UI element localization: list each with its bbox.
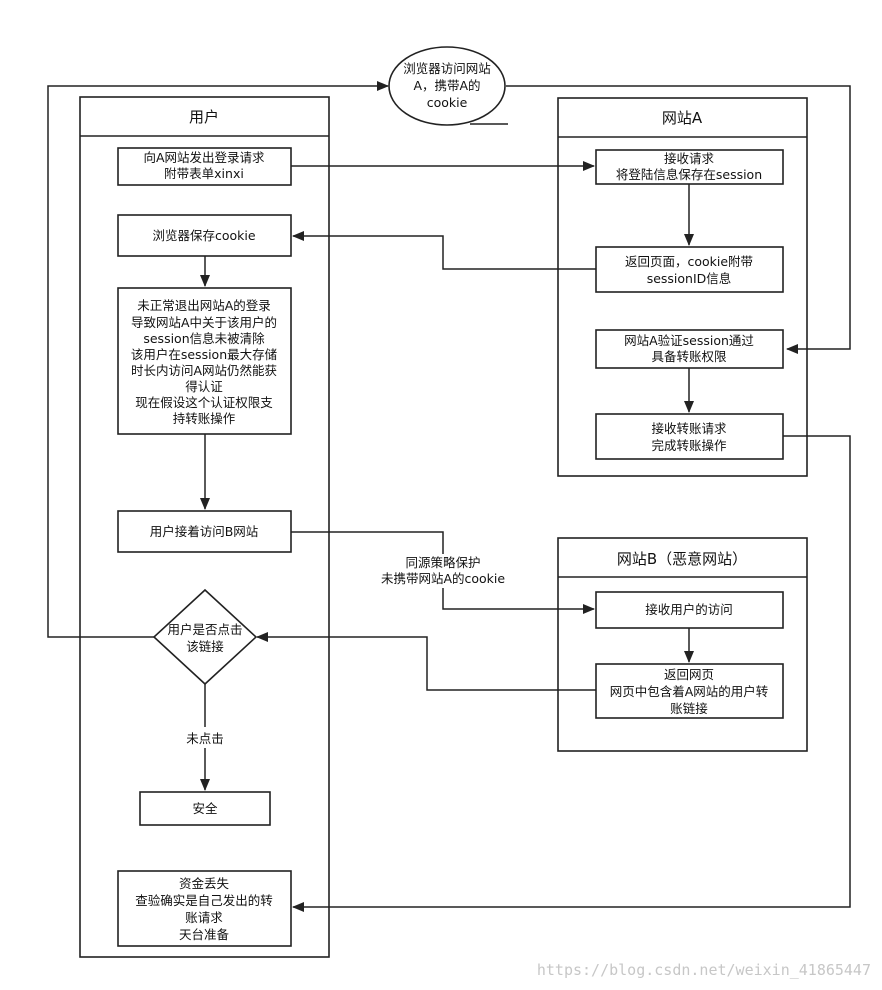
connector-transfer-to-loss	[292, 435, 851, 912]
step-visit-b: 用户接着访问B网站	[117, 510, 292, 553]
step-text: 查验确实是自己发出的转	[135, 893, 273, 908]
bubble-line: A，携带A的	[413, 78, 480, 93]
label-not-clicked: 未点击	[186, 731, 224, 746]
step-text: 返回网页	[664, 667, 714, 682]
step-text: 向A网站发出登录请求	[143, 150, 265, 165]
step-return-webpage: 返回网页 网页中包含着A网站的用户转 账链接	[595, 663, 784, 719]
step-text: 将登陆信息保存在session	[616, 167, 762, 182]
step-receive-visit: 接收用户的访问	[595, 591, 784, 629]
bubble-line: 浏览器访问网站	[403, 61, 491, 76]
step-text: 账链接	[670, 701, 708, 716]
step-text: 用户接着访问B网站	[150, 524, 259, 539]
step-text: 返回页面，cookie附带	[625, 254, 753, 269]
step-text: 天台准备	[179, 927, 230, 942]
step-text: 导致网站A中关于该用户的	[131, 315, 277, 330]
step-text: 具备转账权限	[651, 349, 727, 364]
step-receive-request: 接收请求 将登陆信息保存在session	[595, 149, 784, 185]
step-text: 时长内访问A网站仍然能获	[131, 363, 277, 378]
step-text: 接收转账请求	[651, 421, 727, 436]
step-text: 完成转账操作	[651, 438, 727, 453]
step-text: 接收用户的访问	[645, 602, 733, 617]
note-text: 未携带网站A的cookie	[381, 571, 505, 586]
lane-site-b-title: 网站B（恶意网站）	[617, 550, 747, 568]
step-text: 账请求	[185, 910, 223, 925]
step-text: sessionID信息	[647, 271, 732, 286]
connector-browser-to-verify	[506, 85, 851, 354]
step-funds-lost: 资金丢失 查验确实是自己发出的转 账请求 天台准备	[117, 870, 292, 947]
decision-text: 用户是否点击	[167, 622, 242, 637]
connector-return-to-cookie	[292, 231, 596, 270]
step-text: session信息未被清除	[143, 331, 265, 346]
lane-site-b: 网站B（恶意网站）	[557, 537, 808, 752]
step-text: 该用户在session最大存储	[131, 347, 277, 362]
step-text: 接收请求	[664, 151, 715, 166]
step-text: 附带表单xinxi	[164, 166, 244, 181]
lane-site-a-title: 网站A	[662, 109, 703, 127]
same-origin-note: 同源策略保护 未携带网站A的cookie	[375, 554, 511, 588]
step-text: 现在假设这个认证权限支	[135, 395, 273, 410]
step-not-logged-out: 未正常退出网站A的登录 导致网站A中关于该用户的 session信息未被清除 该…	[117, 287, 292, 435]
note-text: 同源策略保护	[405, 555, 480, 570]
step-safe: 安全	[139, 791, 271, 826]
step-return-page: 返回页面，cookie附带 sessionID信息	[595, 246, 784, 293]
step-verify-session: 网站A验证session通过 具备转账权限	[595, 329, 784, 369]
browser-bubble: 浏览器访问网站 A，携带A的 cookie	[388, 46, 506, 126]
connector-webpage-to-decision	[256, 632, 596, 691]
bubble-line: cookie	[427, 95, 468, 110]
step-text: 网站A验证session通过	[624, 333, 754, 348]
step-text: 安全	[192, 801, 218, 816]
decision-text: 该链接	[186, 639, 224, 654]
step-text: 浏览器保存cookie	[152, 228, 255, 243]
lane-user-title: 用户	[189, 108, 219, 126]
decision-click-link: 用户是否点击 该链接	[152, 588, 258, 686]
step-text: 资金丢失	[179, 876, 230, 891]
step-save-cookie: 浏览器保存cookie	[117, 214, 292, 257]
watermark: https://blog.csdn.net/weixin_41865447	[537, 961, 871, 979]
step-text: 得认证	[185, 379, 223, 394]
step-transfer: 接收转账请求 完成转账操作	[595, 413, 784, 460]
step-login-request: 向A网站发出登录请求 附带表单xinxi	[117, 147, 292, 186]
step-text: 未正常退出网站A的登录	[137, 298, 271, 313]
step-text: 网页中包含着A网站的用户转	[610, 684, 769, 699]
connector-click-to-browser	[47, 81, 389, 638]
step-text: 持转账操作	[173, 411, 236, 426]
